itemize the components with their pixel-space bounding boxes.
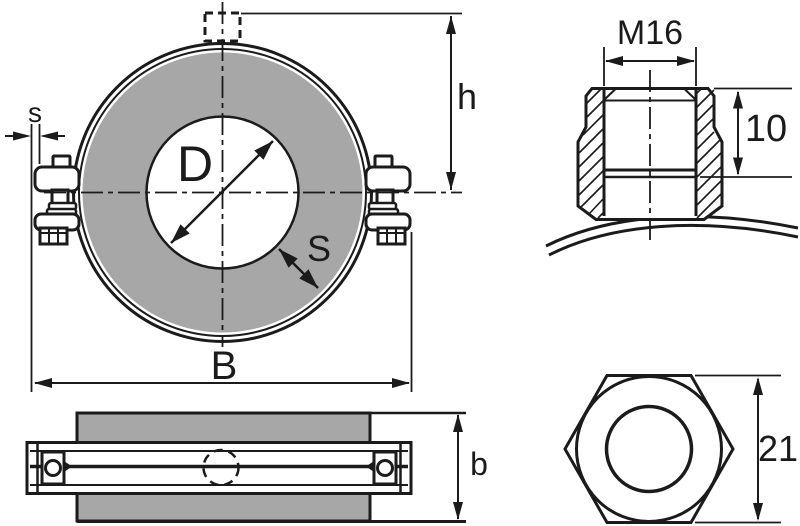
right-tab-point: [366, 461, 374, 472]
bore-circle: [604, 404, 694, 494]
right-nut-facets: [378, 228, 405, 244]
clamp-side-view: b: [25, 411, 488, 523]
right-nut: [376, 226, 407, 246]
band-width-dimension: [453, 414, 463, 520]
label-inner-diameter: D: [177, 136, 213, 192]
left-nut: [38, 226, 69, 246]
thread-depth-dimension: [700, 87, 792, 178]
band-arc-inner: [548, 224, 799, 257]
chamfer-circle: [575, 375, 723, 523]
right-lug-assembly: [364, 154, 412, 246]
label-insulation-thickness: S: [307, 228, 331, 269]
hex-nut-top-view: 21: [563, 374, 798, 524]
thread-dimension: [603, 47, 697, 86]
left-nut-facets: [40, 228, 67, 244]
band-thickness-dimension: [5, 124, 65, 392]
label-band-width: b: [470, 446, 488, 482]
right-upper-bracket: [364, 165, 412, 193]
clamp-front-view: D S s h: [5, 2, 477, 392]
height-dimension: [241, 12, 462, 190]
weld-nut-detail-view: M16 10: [545, 14, 799, 257]
inner-diameter-arrow: [170, 140, 274, 244]
insulation-thickness-arrow: [278, 248, 319, 289]
right-hole: [376, 459, 394, 477]
label-band-thickness: s: [28, 97, 42, 128]
hidden-boss-circle: [202, 448, 240, 487]
left-lug-assembly: [33, 154, 81, 246]
overall-width-dimension: [34, 232, 413, 392]
section-hatching: [577, 88, 723, 219]
label-overall-width: B: [211, 344, 238, 388]
left-tab-point: [64, 461, 72, 472]
label-height: h: [457, 76, 477, 117]
left-hole: [44, 459, 62, 477]
label-thread-depth: 10: [745, 108, 787, 150]
label-thread: M16: [617, 14, 683, 52]
left-upper-bracket: [33, 165, 81, 193]
across-flats-dimension: [695, 374, 781, 524]
label-across-flats: 21: [758, 428, 798, 469]
